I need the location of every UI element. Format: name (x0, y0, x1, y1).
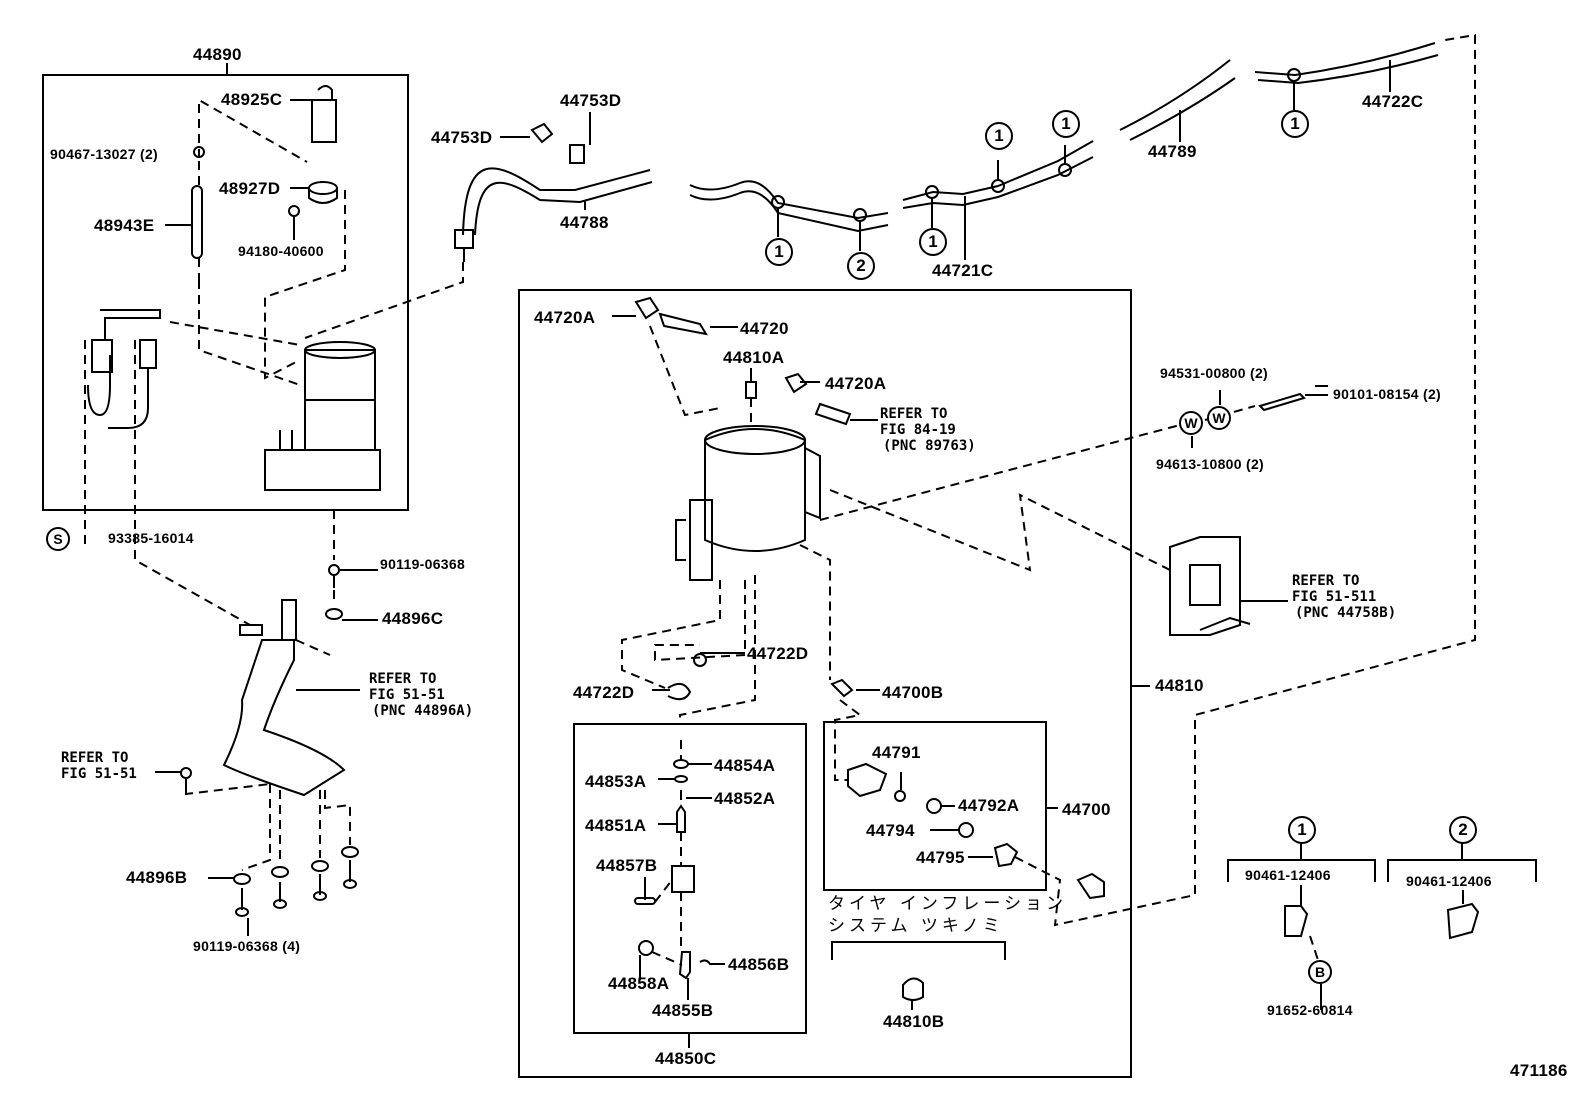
japanese-note-line-2: システム ツキノミ (828, 916, 1004, 936)
figure-id: 471186 (1510, 1061, 1568, 1080)
legend-part-1[interactable]: 90461-12406 (1245, 867, 1331, 883)
part-44722D-upper[interactable]: 44722D (747, 644, 809, 663)
label-air-compressor-assy[interactable]: 44890 (193, 45, 242, 64)
part-44720[interactable]: 44720 (740, 319, 789, 338)
refer-line-1: REFER TO (1292, 573, 1360, 589)
refer-line-1: REFER TO (369, 671, 437, 687)
part-44792A[interactable]: 44792A (958, 796, 1020, 815)
legend-part-2[interactable]: 90461-12406 (1406, 873, 1492, 889)
refer-line-3: (PNC 89763) (883, 438, 976, 454)
part-44788[interactable]: 44788 (560, 213, 609, 232)
part-44855B[interactable]: 44855B (652, 1001, 714, 1020)
legend-sub-symbol-b: B (1308, 960, 1332, 984)
label-solenoid-valve-assy[interactable]: 44810 (1155, 676, 1204, 695)
part-90101-08154[interactable]: 90101-08154 (2) (1333, 386, 1442, 402)
callout-w-washer-a: W (1179, 411, 1203, 435)
part-44789[interactable]: 44789 (1148, 142, 1197, 161)
legend-symbol-2: 2 (1449, 816, 1477, 844)
part-44722D-lower[interactable]: 44722D (573, 683, 635, 702)
filter-set-frame (823, 721, 1047, 891)
part-48925C[interactable]: 48925C (221, 90, 283, 109)
callout-s-symbol: S (46, 527, 70, 551)
legend-symbol-1: 1 (1288, 816, 1316, 844)
refer-line-1: REFER TO (880, 406, 948, 422)
part-44753D-left[interactable]: 44753D (431, 128, 493, 147)
part-44753D-upper[interactable]: 44753D (560, 91, 622, 110)
part-44795[interactable]: 44795 (916, 848, 965, 867)
part-44851A[interactable]: 44851A (585, 816, 647, 835)
part-90119-06368[interactable]: 90119-06368 (380, 556, 466, 572)
part-44810A[interactable]: 44810A (723, 348, 785, 367)
callout-w-washer-b: W (1207, 406, 1231, 430)
refer-line-2: FIG 84-19 (880, 422, 956, 438)
refer-line-3: (PNC 44758B) (1295, 605, 1397, 621)
part-44791[interactable]: 44791 (872, 743, 921, 762)
refer-line-3: (PNC 44896A) (372, 703, 474, 719)
part-93385-16014[interactable]: 93385-16014 (108, 530, 194, 546)
callout-1-a: 1 (765, 238, 793, 266)
part-44854A[interactable]: 44854A (714, 756, 776, 775)
part-48927D[interactable]: 48927D (219, 179, 281, 198)
callout-2-a: 2 (847, 252, 875, 280)
part-44858A[interactable]: 44858A (608, 974, 670, 993)
part-94613-10800[interactable]: 94613-10800 (2) (1156, 456, 1265, 472)
refer-line-2: FIG 51-51 (369, 687, 445, 703)
part-44857B[interactable]: 44857B (596, 856, 658, 875)
refer-line-2: FIG 51-511 (1292, 589, 1377, 605)
part-94531-00800[interactable]: 94531-00800 (2) (1160, 365, 1269, 381)
part-44896C[interactable]: 44896C (382, 609, 444, 628)
label-check-valve-set[interactable]: 44850C (655, 1049, 717, 1068)
callout-1-e: 1 (1281, 110, 1309, 138)
part-90119-06368-qty4[interactable]: 90119-06368 (4) (193, 938, 301, 954)
part-90467-13027[interactable]: 90467-13027 (2) (50, 146, 159, 162)
part-94180-40600[interactable]: 94180-40600 (238, 243, 324, 259)
part-44794[interactable]: 44794 (866, 821, 915, 840)
japanese-note-line-1: タイヤ インフレーション (828, 894, 1068, 914)
part-44721C[interactable]: 44721C (932, 261, 994, 280)
part-44700B[interactable]: 44700B (882, 683, 944, 702)
solenoid-assy-frame (518, 289, 1132, 1078)
callout-1-b: 1 (919, 228, 947, 256)
refer-line-1: REFER TO (61, 750, 129, 766)
label-filter-set[interactable]: 44700 (1062, 800, 1111, 819)
part-44856B[interactable]: 44856B (728, 955, 790, 974)
part-44852A[interactable]: 44852A (714, 789, 776, 808)
part-44720A-left[interactable]: 44720A (534, 308, 596, 327)
callout-1-c: 1 (985, 122, 1013, 150)
legend-sub-part[interactable]: 91652-60814 (1267, 1002, 1353, 1018)
part-44722C[interactable]: 44722C (1362, 92, 1424, 111)
callout-1-d: 1 (1052, 110, 1080, 138)
refer-line-2: FIG 51-51 (61, 766, 137, 782)
part-44810B[interactable]: 44810B (883, 1012, 945, 1031)
part-44853A[interactable]: 44853A (585, 772, 647, 791)
part-44720A-right[interactable]: 44720A (825, 374, 887, 393)
part-44896B[interactable]: 44896B (126, 868, 188, 887)
part-48943E[interactable]: 48943E (94, 216, 155, 235)
compressor-assy-frame (42, 74, 409, 511)
